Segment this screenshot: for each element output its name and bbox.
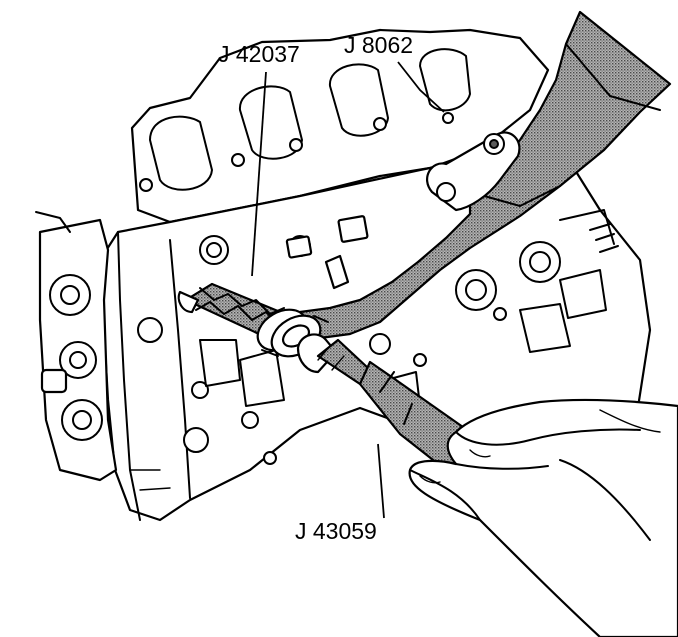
- callout-j8062: J 8062: [344, 32, 414, 58]
- callout-j43059: J 43059: [295, 518, 377, 544]
- leader-lines: [251, 61, 445, 519]
- callout-j42037: J 42037: [218, 41, 300, 67]
- hand: [408, 398, 678, 637]
- valve-spring-compressor-lever: [282, 10, 672, 353]
